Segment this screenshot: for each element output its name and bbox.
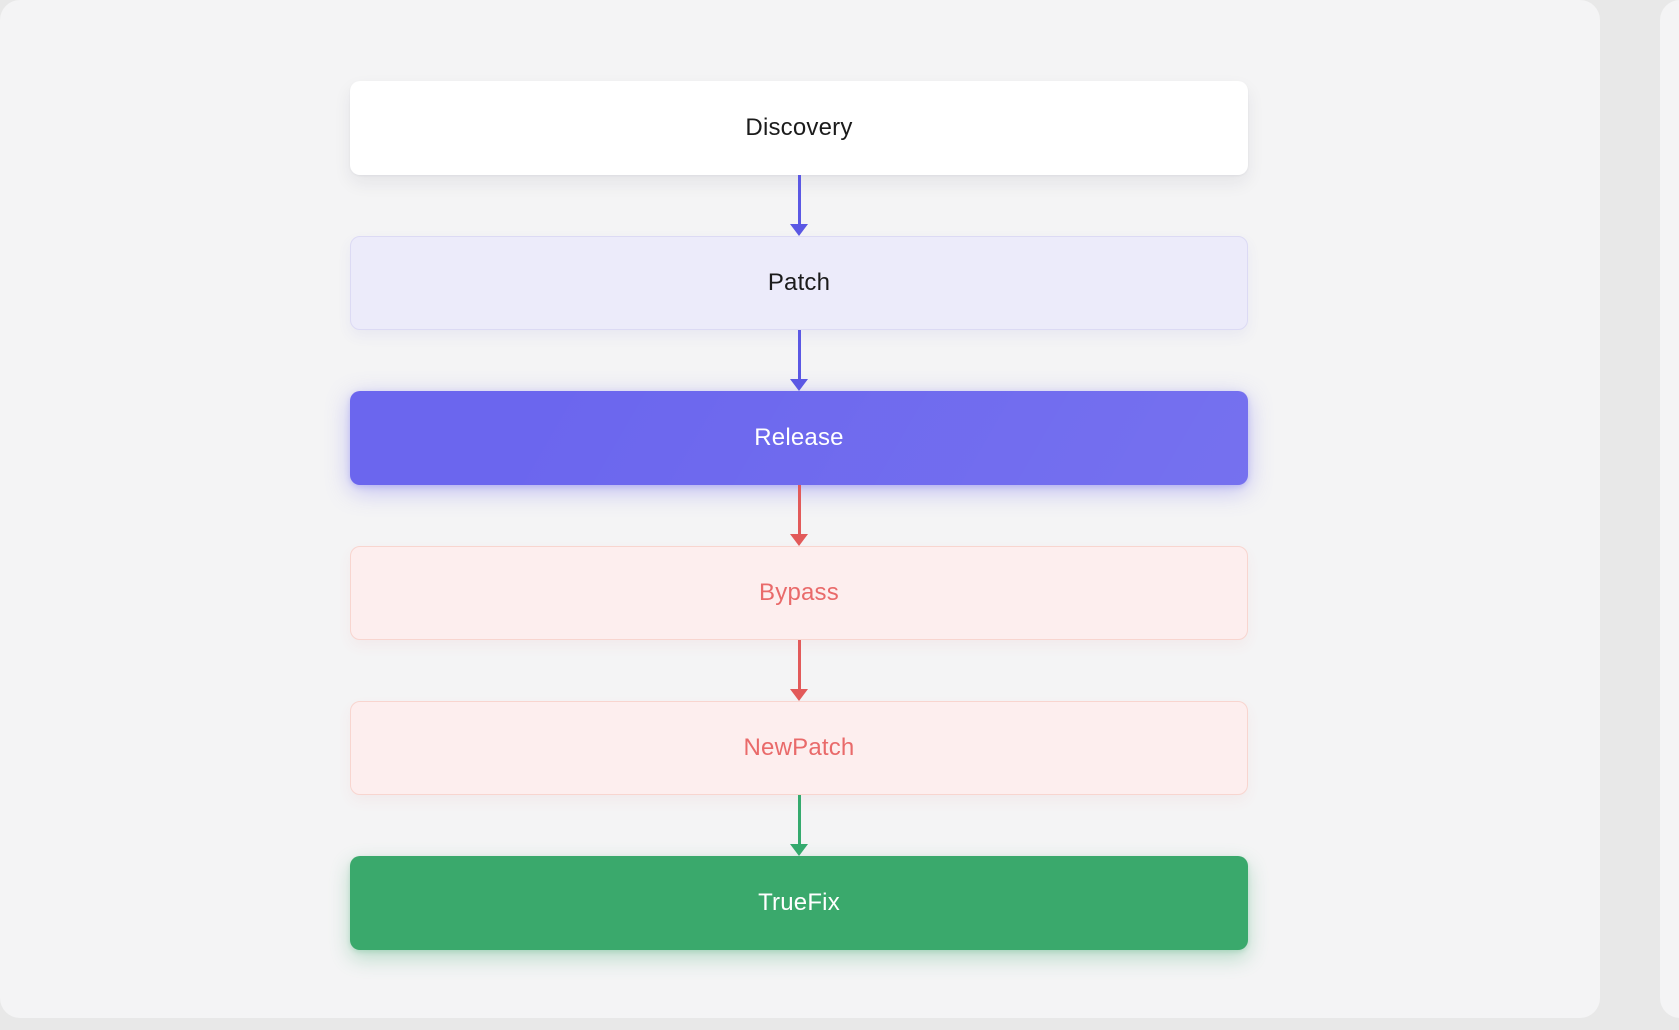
arrowhead-down-icon (790, 534, 808, 546)
arrow-patch-to-release (350, 330, 1248, 391)
flow-node-label: Release (754, 424, 844, 451)
arrow-line (797, 175, 801, 224)
flow-node-truefix[interactable]: TrueFix (350, 856, 1248, 950)
arrow-line (797, 795, 801, 844)
arrowhead-down-icon (790, 379, 808, 391)
flow-node-patch[interactable]: Patch (350, 236, 1248, 330)
flow-node-newpatch[interactable]: NewPatch (350, 701, 1248, 795)
arrow-release-to-bypass (350, 485, 1248, 546)
flow-node-label: Discovery (745, 114, 853, 141)
flow-node-discovery[interactable]: Discovery (350, 81, 1248, 175)
arrow-line (797, 640, 801, 689)
flow-node-label: NewPatch (743, 734, 855, 761)
arrowhead-down-icon (790, 224, 808, 236)
flowchart: Discovery Patch Release Bypass (350, 81, 1248, 950)
slide-card: Discovery Patch Release Bypass (0, 0, 1600, 1018)
arrow-bypass-to-newpatch (350, 640, 1248, 701)
arrowhead-down-icon (790, 844, 808, 856)
arrow-newpatch-to-truefix (350, 795, 1248, 856)
arrow-discovery-to-patch (350, 175, 1248, 236)
next-slide-card-peek[interactable] (1660, 0, 1679, 1018)
flow-node-label: TrueFix (758, 889, 840, 916)
flow-node-label: Bypass (759, 579, 839, 606)
arrow-line (797, 485, 801, 534)
arrow-line (797, 330, 801, 379)
flow-node-label: Patch (767, 269, 831, 296)
flow-node-bypass[interactable]: Bypass (350, 546, 1248, 640)
flow-node-release[interactable]: Release (350, 391, 1248, 485)
arrowhead-down-icon (790, 689, 808, 701)
